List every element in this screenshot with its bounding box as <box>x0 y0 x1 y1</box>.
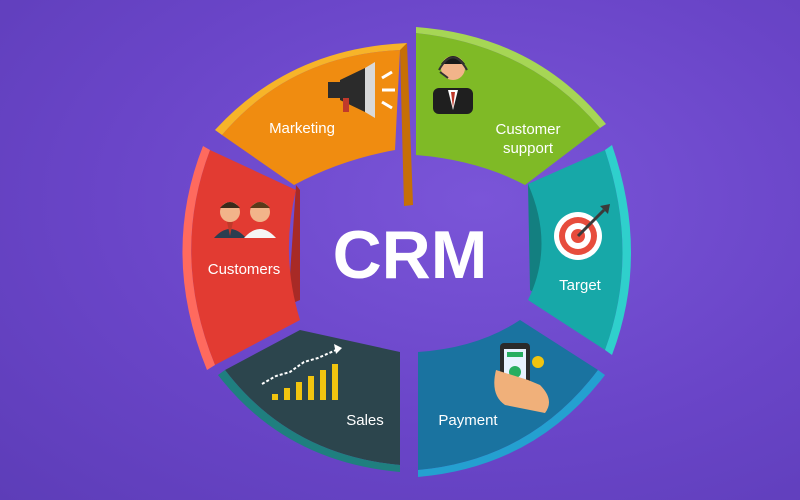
label-customer-support-line2: support <box>503 140 554 157</box>
growth-chart-icon <box>261 344 342 400</box>
segment-target-rim <box>605 145 631 355</box>
label-target: Target <box>559 277 602 294</box>
label-payment: Payment <box>438 412 498 429</box>
support-agent-icon <box>433 56 473 114</box>
mobile-payment-icon <box>494 343 549 413</box>
segment-marketing-edge <box>400 43 413 206</box>
label-sales: Sales <box>346 412 384 429</box>
label-marketing: Marketing <box>269 120 335 137</box>
segment-customers-edge <box>288 185 300 305</box>
segment-customers-rim <box>182 146 215 370</box>
center-title: CRM <box>333 217 488 293</box>
label-customers: Customers <box>208 261 281 278</box>
megaphone-icon <box>328 62 395 118</box>
segment-customers[interactable] <box>191 150 300 365</box>
people-icon <box>214 202 276 238</box>
label-customer-support-line1: Customer <box>495 121 560 138</box>
target-icon <box>554 204 610 260</box>
